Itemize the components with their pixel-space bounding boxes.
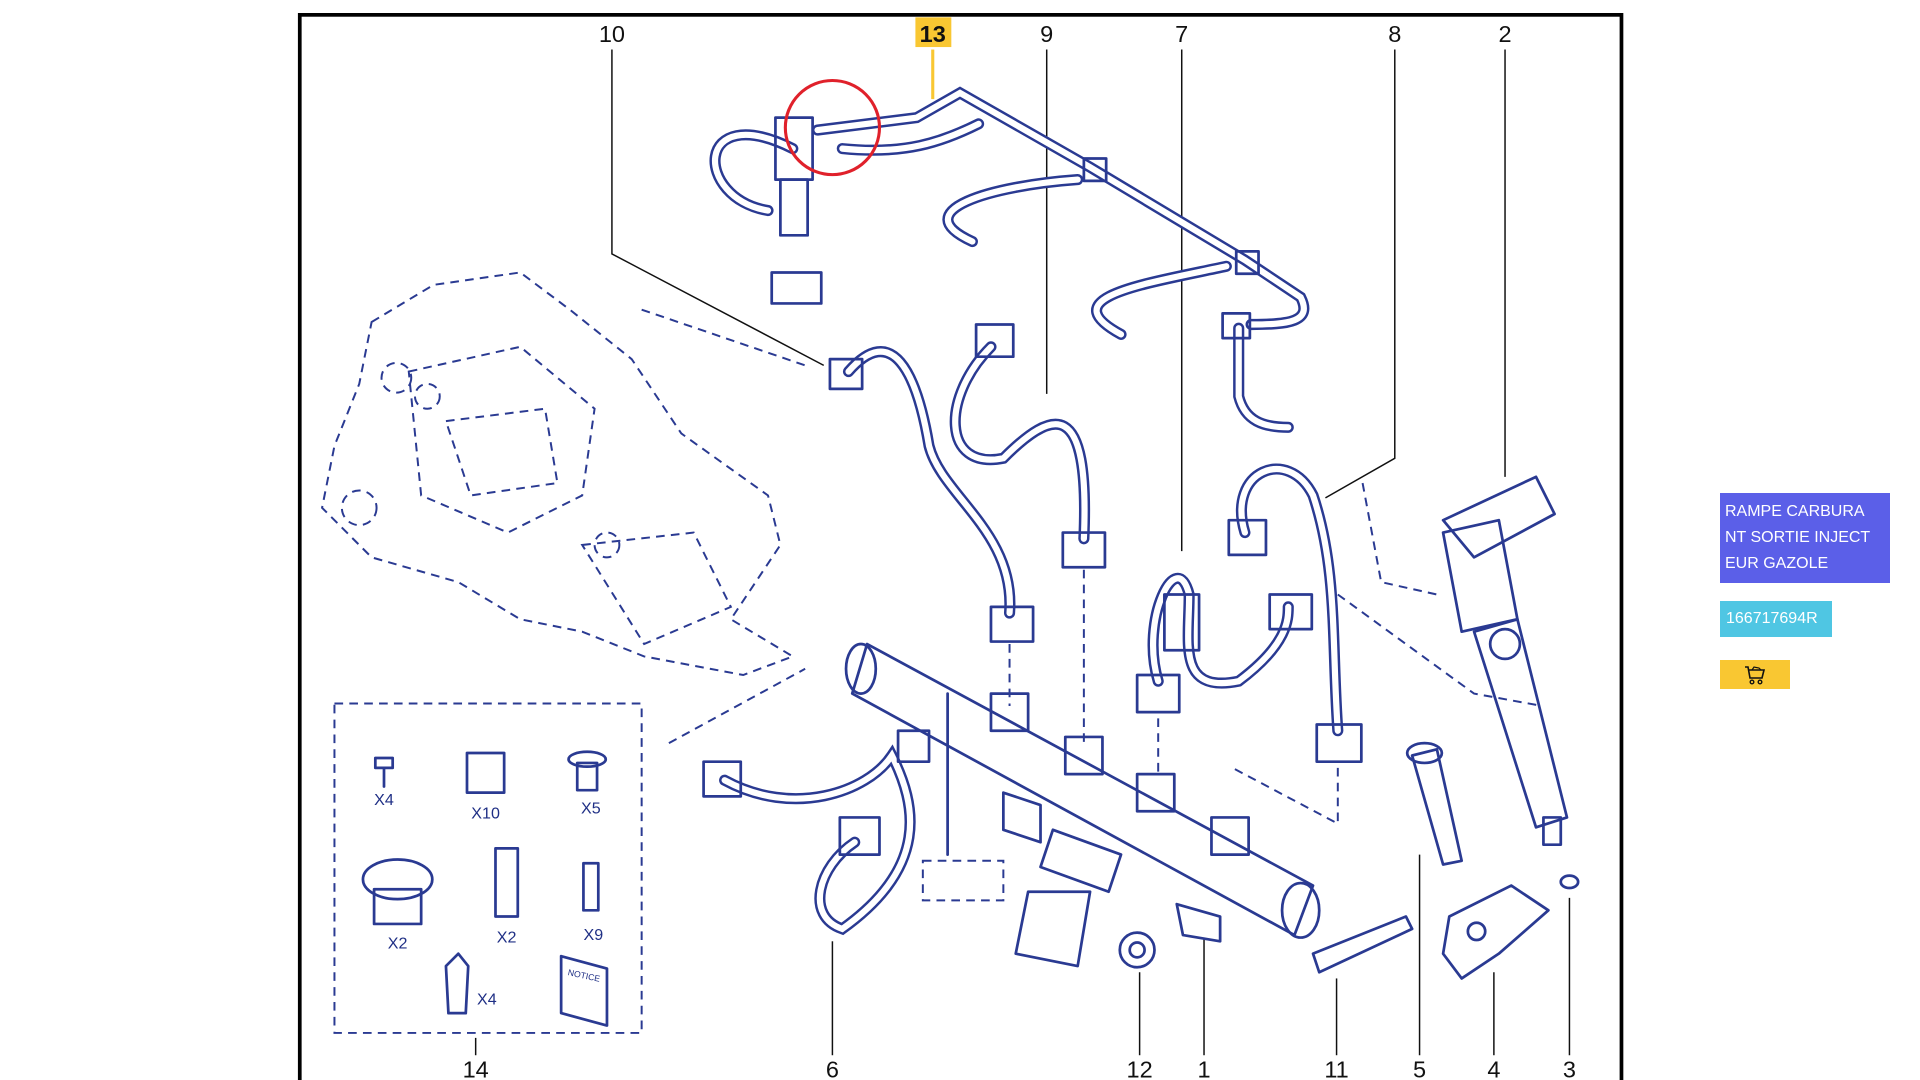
part-name-label: RAMPE CARBURA NT SORTIE INJECT EUR GAZOL…	[1720, 493, 1890, 583]
leader-lines	[474, 49, 1571, 1056]
callout-1[interactable]: 1	[1197, 1057, 1210, 1080]
callout-13[interactable]: 13	[920, 21, 946, 47]
small-parts	[1118, 741, 1580, 980]
callout-10[interactable]: 10	[599, 21, 625, 47]
part-bolt[interactable]	[1410, 747, 1464, 866]
part-number-link[interactable]: 166717694R	[1720, 601, 1832, 637]
callout-3[interactable]: 3	[1563, 1057, 1576, 1080]
part-seal-ring[interactable]	[1559, 874, 1580, 890]
callout-4[interactable]: 4	[1487, 1057, 1500, 1080]
part-name-line: RAMPE CARBURA	[1725, 503, 1865, 520]
high-pressure-pump	[320, 271, 806, 744]
shopping-cart-icon	[1745, 665, 1766, 684]
callout-11[interactable]: 11	[1324, 1057, 1348, 1080]
callout-13-highlight	[915, 17, 952, 48]
callout-6[interactable]: 6	[826, 1057, 839, 1080]
callout-5[interactable]: 5	[1413, 1057, 1426, 1080]
part-fuel-rail[interactable]	[844, 642, 1321, 968]
callouts-top: 10 13 9 7 8 2	[599, 17, 1512, 47]
callout-8[interactable]: 8	[1388, 21, 1401, 47]
part-return-hose[interactable]	[709, 86, 1310, 433]
part-injector-pipes[interactable]	[702, 323, 1363, 936]
kit-qty-4: X2	[388, 935, 408, 953]
callout-9[interactable]: 9	[1040, 21, 1053, 47]
callouts-bottom: 14 6 12 1 11 5 4 3	[463, 1057, 1576, 1080]
callout-7[interactable]: 7	[1175, 21, 1188, 47]
part-nut[interactable]	[1118, 931, 1156, 969]
diagram-frame	[297, 13, 1624, 1080]
kit-qty-1: X4	[374, 791, 394, 809]
kit-qty-5: X2	[497, 929, 517, 947]
kit-qty-6: X9	[583, 926, 603, 944]
callout-2[interactable]: 2	[1498, 21, 1511, 47]
callout-14[interactable]: 14	[463, 1057, 489, 1080]
kit-qty-2: X10	[471, 805, 500, 823]
part-injector[interactable]	[1337, 475, 1569, 847]
part-name-line: EUR GAZOLE	[1725, 555, 1829, 572]
kit-qty-7: X4	[477, 990, 497, 1008]
repair-kit-box[interactable]: X4 X10 X5 X2 X2 X9 X4 NOTICE	[333, 702, 643, 1034]
part-stud[interactable]	[1311, 915, 1414, 974]
selection-circle	[783, 78, 882, 177]
callout-12[interactable]: 12	[1127, 1057, 1153, 1080]
part-clamp[interactable]	[1441, 884, 1550, 980]
part-name-line: NT SORTIE INJECT	[1725, 529, 1871, 546]
add-to-cart-button[interactable]	[1720, 660, 1790, 689]
kit-qty-3: X5	[581, 800, 601, 818]
